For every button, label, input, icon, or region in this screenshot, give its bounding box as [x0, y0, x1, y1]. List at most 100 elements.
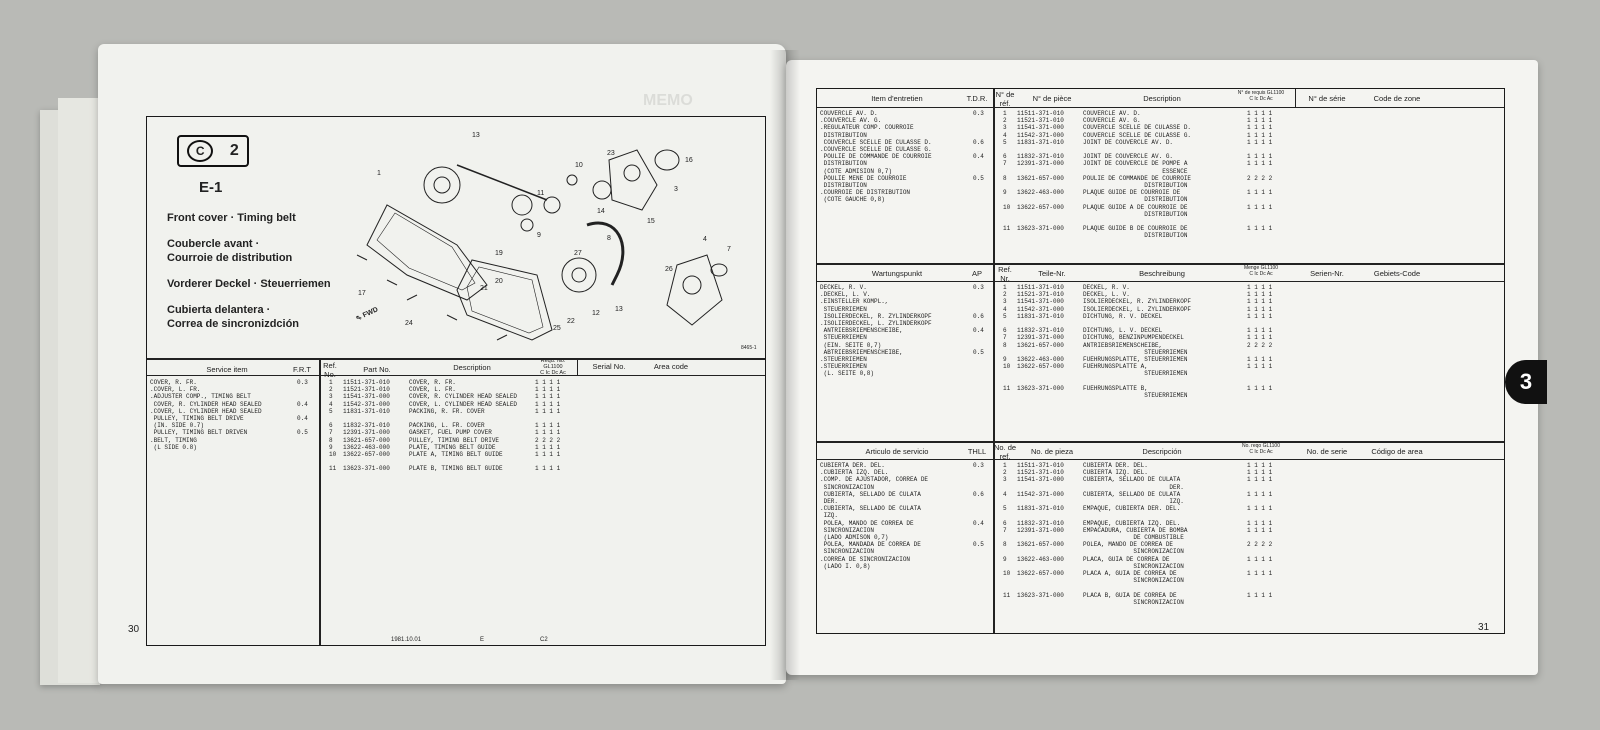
right-page-frame: Item d'entretien T.D.R. N° de réf. N° de… — [816, 88, 1505, 634]
hdr-cols: C Ic Dc Ac — [540, 370, 566, 376]
de-hdr-reqd-label: Menge GL1100 — [1243, 265, 1279, 271]
footer-c2: C2 — [540, 637, 548, 643]
callout-24: 24 — [405, 320, 413, 327]
hdr-part: Part No. — [363, 365, 391, 374]
de-part-column: 11511-371-010 11521-371-010 11541-371-00… — [1017, 284, 1064, 392]
section-tab-number: 3 — [1519, 369, 1533, 394]
hdr-model: GL1100 — [543, 364, 563, 370]
es-hdr-desc: Descripción — [1142, 447, 1182, 456]
fr-qty-column: 1 1 1 1 1 1 1 1 1 1 1 1 1 1 1 1 1 1 1 1 … — [1247, 110, 1273, 233]
es-hdr-cols: C Ic Dc Ac — [1249, 449, 1273, 455]
hdr-ref: Ref. No. — [323, 361, 337, 379]
es-hdr-item: Articulo de servicio — [865, 447, 929, 456]
title-es-1: Cubierta delantera · — [167, 304, 271, 316]
hdr-desc: Description — [453, 363, 491, 372]
section-code-number: 2 — [229, 142, 239, 159]
fr-hdr-item: Item d'entretien — [871, 94, 923, 103]
fr-de-divider — [817, 263, 1504, 265]
es-hdr-serial: No. de serie — [1306, 447, 1348, 456]
description-column: COVER, R. FR. COVER, L. FR. COVER, R. CY… — [409, 379, 518, 473]
vrule-item — [993, 89, 995, 633]
de-ref-column: 1 2 3 4 5 6 7 8 9 10 11 — [1003, 284, 1011, 392]
callout-10: 10 — [575, 162, 583, 169]
part-column: 11511-371-010 11521-371-010 11541-371-00… — [343, 379, 390, 473]
callout-9: 9 — [537, 232, 541, 239]
table-header-rule — [147, 375, 765, 376]
callout-16: 16 — [685, 157, 693, 164]
fr-tdr-column: 0.3 0.6 0.4 0.5 — [973, 110, 984, 182]
de-hdr-ref: Ref. Nr. — [998, 265, 1012, 283]
callout-27: 27 — [574, 250, 582, 257]
hdr-reqd-label: Reqd. No. — [540, 358, 566, 364]
de-header-rule — [817, 281, 1504, 282]
right-front-cover-shape — [366, 204, 488, 301]
book-gutter — [770, 50, 800, 680]
callout-13b: 13 — [615, 306, 623, 313]
de-es-divider — [817, 441, 1504, 443]
fr-hdr-reqd-label: N° de requis GL1100 — [1237, 90, 1285, 96]
de-hdr-zone: Gebiets-Code — [1373, 269, 1421, 278]
title-es-2: Correa de sincronizdción — [167, 318, 300, 330]
es-part-column: 11511-371-010 11521-371-010 11541-371-00… — [1017, 462, 1064, 599]
table-top-rule — [147, 358, 765, 360]
callout-4: 4 — [703, 236, 707, 243]
de-ap-column: 0.3 0.6 0.4 0.5 — [973, 284, 984, 356]
callout-23: 23 — [607, 150, 615, 157]
callout-7: 7 — [727, 246, 731, 253]
fr-hdr-part: N° de pièce — [1032, 94, 1072, 103]
fr-hdr-reqd: N° de requis GL1100 C Ic Dc Ac — [1231, 90, 1291, 102]
de-items-column: DECKEL, R. V. .DECKEL, L. V. .EINSTELLER… — [820, 284, 932, 378]
show-through-memo: MEMO — [643, 92, 693, 109]
fr-hdr-cols: C Ic Dc Ac — [1249, 96, 1273, 102]
callout-26: 26 — [665, 266, 673, 273]
gasket-ring-shape — [654, 149, 680, 171]
page-number-right: 31 — [1478, 622, 1490, 633]
title-fr-2: Courroie de distribution — [167, 252, 293, 264]
section-id: E-1 — [199, 179, 223, 196]
de-hdr-cols: C Ic Dc Ac — [1249, 271, 1273, 277]
title-de: Vorderer Deckel · Steuerriemen — [167, 278, 331, 290]
de-hdr-desc: Beschreibung — [1139, 269, 1185, 278]
es-hdr-reqd: No. reqo GL1100 C Ic Dc Ac — [1231, 443, 1291, 455]
callout-22: 22 — [567, 318, 575, 325]
fr-part-column: 11511-371-010 11521-371-010 11541-371-00… — [1017, 110, 1064, 233]
callout-12: 12 — [592, 310, 600, 317]
callout-8: 8 — [607, 235, 611, 242]
footer-date: 1981.10.01 — [391, 637, 422, 643]
drive-pulley-shape — [561, 257, 597, 293]
hdr-serial: Serial No. — [592, 362, 626, 371]
es-thll-column: 0.3 0.6 0.4 0.5 — [973, 462, 984, 549]
hdr-frt: F.R.T — [293, 365, 311, 374]
es-hdr-zone: Código de area — [1371, 447, 1423, 456]
left-front-cover-shape — [456, 259, 553, 341]
frt-column: 0.3 0.4 0.4 0.5 — [297, 379, 308, 437]
callout-20: 20 — [495, 278, 503, 285]
de-hdr-ap: AP — [971, 269, 982, 278]
callout-19: 19 — [495, 250, 503, 257]
footer-e: E — [480, 637, 485, 643]
es-hdr-reqd-label: No. reqo GL1100 — [1242, 443, 1280, 449]
es-hdr-ref: No. de ref. — [993, 443, 1017, 461]
fr-hdr-desc: Description — [1143, 94, 1181, 103]
fr-hdr-serial: N° de série — [1308, 94, 1346, 103]
page-number-left: 30 — [128, 624, 140, 635]
es-items-column: CUBIERTA DER. DEL. .CUBIERTA IZQ. DEL. .… — [820, 462, 929, 570]
timing-belt-shape — [586, 221, 625, 286]
service-items-column: COVER, R. FR. .COVER, L. FR. .ADJUSTER C… — [150, 379, 262, 451]
es-qty-column: 1 1 1 1 1 1 1 1 1 1 1 1 1 1 1 1 1 1 1 1 … — [1247, 462, 1273, 599]
de-hdr-reqd: Menge GL1100 C Ic Dc Ac — [1231, 265, 1291, 277]
table-col-rule-2 — [577, 358, 578, 375]
section-code-letter: C — [187, 140, 214, 162]
diagram-ref: 8465-1 — [741, 345, 757, 351]
de-desc-column: DECKEL, R. V. DECKEL, L. V. ISOLIERDECKE… — [1083, 284, 1192, 400]
callout-1: 1 — [377, 170, 381, 177]
section-tab-3[interactable]: 3 — [1505, 360, 1547, 404]
es-ref-column: 1 2 3 4 5 6 7 8 9 10 11 — [1003, 462, 1011, 599]
section-code-badge: C 2 — [177, 135, 249, 167]
fr-desc-column: COUVERCLE AV. D. COUVERCLE AV. G. COUVER… — [1083, 110, 1192, 240]
fr-hdr-zone: Code de zone — [1373, 94, 1421, 103]
es-hdr-part: No. de pieza — [1030, 447, 1074, 456]
exploded-view-diagram: 1 13 10 23 16 3 15 26 4 7 13 12 22 25 20… — [356, 132, 731, 341]
fr-hdr-tdr: T.D.R. — [966, 94, 988, 103]
callout-3: 3 — [674, 186, 678, 193]
